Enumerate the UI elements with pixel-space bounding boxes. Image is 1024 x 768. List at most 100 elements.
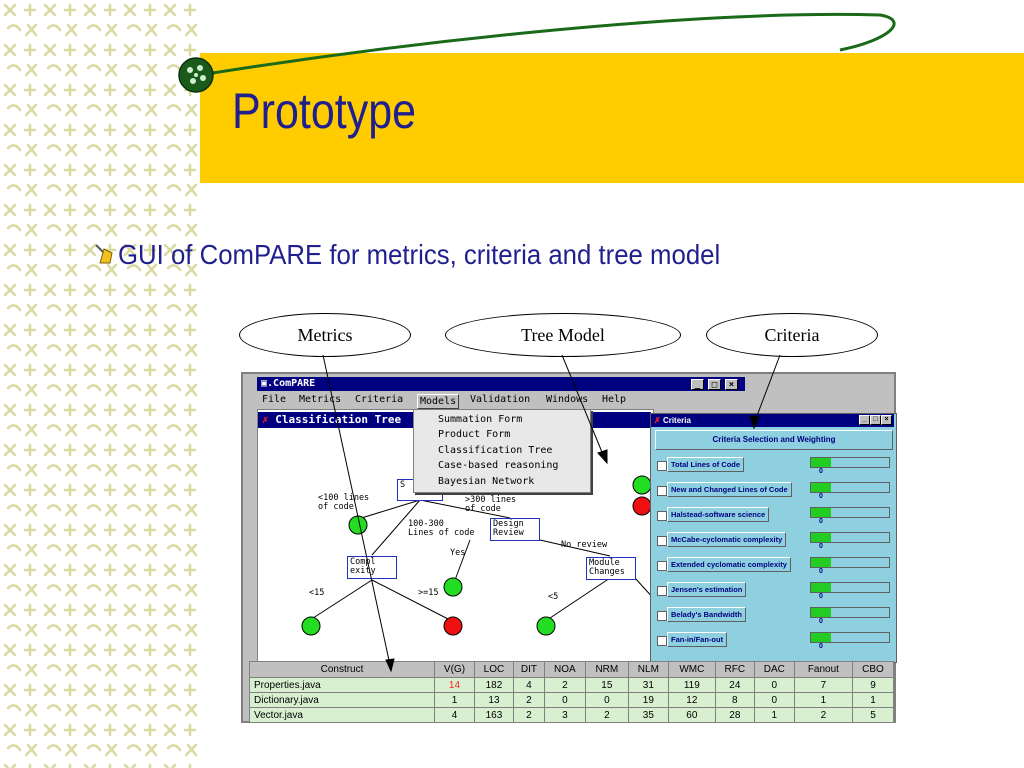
menu-item-summation-form[interactable]: Summation Form — [438, 414, 523, 425]
criteria-label: New and Changed Lines of Code — [667, 482, 792, 497]
column-header[interactable]: DAC — [753, 661, 795, 678]
menu-models[interactable]: Models — [417, 394, 460, 409]
bullet-item: GUI of ComPARE for metrics, criteria and… — [90, 239, 773, 271]
leaf-green — [301, 616, 321, 636]
criteria-checkbox[interactable] — [657, 511, 667, 521]
criteria-row: McCabe-cyclomatic complexity 0 — [655, 529, 891, 554]
criteria-window-icon: ✗ — [654, 416, 661, 425]
bullet-icon — [95, 244, 113, 264]
criteria-weight-slider[interactable] — [810, 507, 890, 518]
leaf-red — [443, 616, 463, 636]
table-row[interactable]: Vector.java 4 163 2 3 2 35 60 28 1 2 5 — [249, 707, 895, 723]
callout-metrics-label: Metrics — [297, 324, 353, 345]
criteria-checkbox[interactable] — [657, 461, 667, 471]
leaf-green — [632, 475, 652, 495]
table-cell: 1 — [753, 707, 795, 723]
menu-validation[interactable]: Validation — [470, 394, 531, 405]
column-header[interactable]: NRM — [584, 661, 629, 678]
table-cell: 119 — [667, 677, 716, 693]
criteria-weight-value: 0 — [819, 568, 823, 575]
leaf-green — [536, 616, 556, 636]
menu-item-product-form[interactable]: Product Form — [438, 429, 511, 440]
criteria-weight-value: 0 — [819, 643, 823, 650]
criteria-weight-value: 0 — [819, 493, 823, 500]
criteria-checkbox[interactable] — [657, 586, 667, 596]
criteria-weight-value: 0 — [819, 593, 823, 600]
criteria-title: Criteria — [662, 416, 691, 425]
column-header[interactable]: RFC — [714, 661, 755, 678]
criteria-weight-slider[interactable] — [810, 607, 890, 618]
table-cell: 1 — [851, 692, 895, 708]
column-header[interactable]: Construct — [249, 661, 435, 678]
criteria-maximize-button[interactable]: □ — [870, 415, 881, 425]
table-cell: Dictionary.java — [249, 692, 435, 708]
criteria-label: McCabe-cyclomatic complexity — [667, 532, 787, 547]
criteria-label: Extended cyclomatic complexity — [667, 557, 791, 572]
criteria-weight-slider[interactable] — [810, 557, 890, 568]
maximize-button[interactable]: □ — [708, 379, 721, 390]
menu-item-bayesian-network[interactable]: Bayesian Network — [438, 476, 535, 487]
table-cell: 2 — [512, 707, 545, 723]
leaf-red — [632, 496, 652, 516]
criteria-weight-slider[interactable] — [810, 582, 890, 593]
menu-item-classification-tree[interactable]: Classification Tree — [438, 445, 553, 456]
table-cell: 14 — [434, 677, 475, 693]
table-cell: 0 — [543, 692, 586, 708]
criteria-close-button[interactable]: × — [881, 415, 892, 425]
table-cell: 35 — [627, 707, 669, 723]
column-header[interactable]: NLM — [627, 661, 669, 678]
slide-title: Prototype — [232, 83, 417, 139]
criteria-checkbox[interactable] — [657, 561, 667, 571]
table-cell: 2 — [793, 707, 853, 723]
tree-node-module-changes[interactable]: Module Changes — [586, 557, 636, 580]
criteria-checkbox[interactable] — [657, 536, 667, 546]
minimize-button[interactable]: _ — [691, 379, 704, 390]
table-cell: 1 — [434, 692, 475, 708]
criteria-label: Fan-in/Fan-out — [667, 632, 728, 647]
tree-node-complexity[interactable]: Compl exity — [347, 556, 397, 579]
criteria-label: Belady's Bandwidth — [667, 607, 746, 622]
criteria-weight-slider[interactable] — [810, 532, 890, 543]
column-header[interactable]: NOA — [543, 661, 586, 678]
criteria-checkbox[interactable] — [657, 611, 667, 621]
edge-label: >=15 — [418, 588, 439, 598]
criteria-weight-slider[interactable] — [810, 632, 890, 643]
edge-label: 100-300 Lines of code — [408, 519, 475, 538]
table-cell: 19 — [627, 692, 669, 708]
table-cell: 0 — [584, 692, 629, 708]
criteria-checkbox[interactable] — [657, 486, 667, 496]
table-row[interactable]: Properties.java 14 182 4 2 15 31 119 24 … — [249, 677, 895, 693]
edge-label: <100 lines of code — [318, 493, 370, 512]
criteria-checkbox[interactable] — [657, 636, 667, 646]
menu-file[interactable]: File — [262, 394, 287, 405]
edge-label: Yes — [450, 548, 466, 558]
criteria-weight-slider[interactable] — [810, 457, 890, 468]
table-cell: 163 — [473, 707, 514, 723]
table-header-row: Construct V(G) LOC DIT NOA NRM NLM WMC R… — [249, 661, 895, 678]
table-row[interactable]: Dictionary.java 1 13 2 0 0 19 12 8 0 1 1 — [249, 692, 895, 708]
criteria-label: Jensen's estimation — [667, 582, 747, 597]
table-cell: Vector.java — [249, 707, 435, 723]
column-header[interactable]: V(G) — [434, 661, 475, 678]
column-header[interactable]: LOC — [473, 661, 514, 678]
column-header[interactable]: DIT — [512, 661, 545, 678]
column-header[interactable]: WMC — [667, 661, 716, 678]
table-cell: 31 — [627, 677, 669, 693]
menu-metrics[interactable]: Metrics — [299, 394, 342, 405]
criteria-label: Total Lines of Code — [667, 457, 745, 472]
close-button[interactable]: × — [725, 379, 738, 390]
column-header[interactable]: Fanout — [793, 661, 853, 678]
edge-label: <5 — [548, 592, 559, 602]
menu-help[interactable]: Help — [602, 394, 627, 405]
criteria-weight-slider[interactable] — [810, 482, 890, 493]
edge-label: No review — [561, 540, 608, 550]
criteria-minimize-button[interactable]: _ — [859, 415, 870, 425]
criteria-weight-value: 0 — [819, 618, 823, 625]
column-header[interactable]: CBO — [851, 661, 895, 678]
leaf-green — [348, 515, 368, 535]
criteria-row: Jensen's estimation 0 — [655, 579, 891, 604]
table-cell: 60 — [667, 707, 716, 723]
table-cell: 182 — [473, 677, 514, 693]
menu-item-case-based-reasoning[interactable]: Case-based reasoning — [438, 460, 559, 471]
tree-node-design-review[interactable]: Design Review — [490, 518, 540, 541]
